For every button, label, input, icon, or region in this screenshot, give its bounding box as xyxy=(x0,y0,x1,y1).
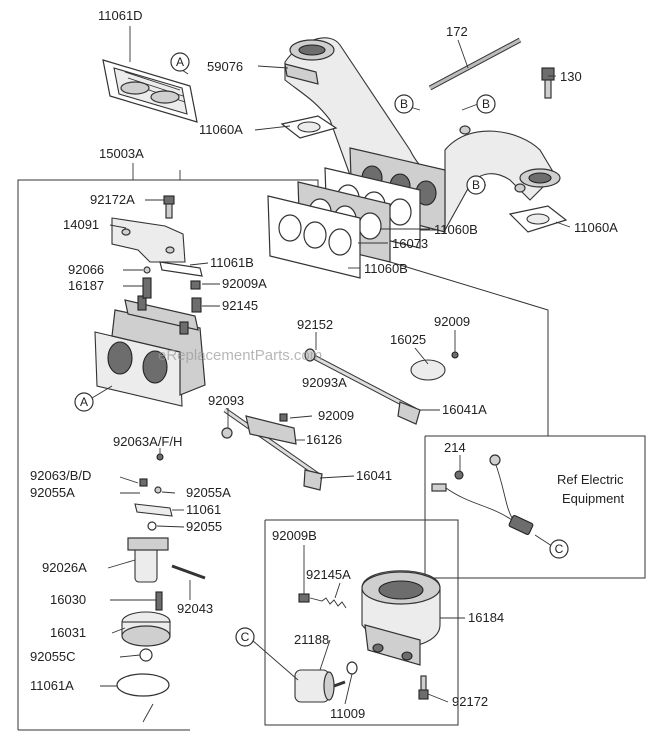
callout-B-2: B xyxy=(476,94,496,114)
part-labels: 11061D 172 59076 130 11060A 15003A 92172… xyxy=(30,8,618,721)
label-16041: 16041 xyxy=(356,468,392,483)
label-92093A: 92093A xyxy=(302,375,347,390)
throttle-shaft-16041A xyxy=(304,348,459,425)
label-130: 130 xyxy=(560,69,582,84)
label-92043: 92043 xyxy=(177,601,213,616)
label-92145A: 92145A xyxy=(306,567,351,582)
label-59076: 59076 xyxy=(207,59,243,74)
label-92055A-left: 92055A xyxy=(30,485,75,500)
label-92009B: 92009B xyxy=(272,528,317,543)
label-16031: 16031 xyxy=(50,625,86,640)
label-92066: 92066 xyxy=(68,262,104,277)
label-172: 172 xyxy=(446,24,468,39)
ref-note-line1: Ref Electric xyxy=(557,472,624,487)
ref-electric-note: Ref Electric Equipment xyxy=(557,472,625,506)
screw-92172A xyxy=(163,195,175,219)
svg-text:B: B xyxy=(400,97,408,111)
label-92063BD: 92063/B/D xyxy=(30,468,91,483)
label-16025: 16025 xyxy=(390,332,426,347)
label-16073: 16073 xyxy=(392,236,428,251)
regulator-small-parts xyxy=(298,593,429,700)
label-92063AFH: 92063A/F/H xyxy=(113,434,182,449)
frame-break-mark xyxy=(142,703,154,723)
label-11061: 11061 xyxy=(186,502,221,517)
label-11060A-right: 11060A xyxy=(574,220,618,235)
svg-text:A: A xyxy=(176,55,184,69)
label-11061A: 11061A xyxy=(30,678,74,693)
stud-172 xyxy=(428,37,522,91)
label-11060B-a: 11060B xyxy=(434,222,478,237)
gasket-11060A-top xyxy=(280,115,338,139)
callout-A-left: A xyxy=(74,392,94,412)
label-92055A-right: 92055A xyxy=(186,485,231,500)
label-16187: 16187 xyxy=(68,278,104,293)
label-92009-top: 92009 xyxy=(434,314,470,329)
leader-lines xyxy=(91,26,571,705)
solenoid-21188 xyxy=(294,661,358,703)
label-16126: 16126 xyxy=(306,432,342,447)
gasket-11060A-right xyxy=(508,205,568,233)
float-bowl-parts xyxy=(116,453,206,697)
callout-C-left: C xyxy=(235,627,255,647)
label-16184: 16184 xyxy=(468,610,504,625)
ref-note-line2: Equipment xyxy=(562,491,625,506)
label-92009-mid: 92009 xyxy=(318,408,354,423)
gasket-11061D xyxy=(102,59,198,123)
label-92026A: 92026A xyxy=(42,560,87,575)
label-16030: 16030 xyxy=(50,592,86,607)
label-92055C: 92055C xyxy=(30,649,76,664)
label-92093: 92093 xyxy=(208,393,244,408)
gasket-stack xyxy=(267,167,421,279)
choke-shaft-16041 xyxy=(221,407,323,491)
svg-text:B: B xyxy=(482,97,490,111)
bolt-130 xyxy=(541,67,555,99)
gasket-11061B xyxy=(159,261,203,277)
callout-A-top: A xyxy=(170,52,190,72)
label-11061B: 11061B xyxy=(210,255,254,270)
electric-harness xyxy=(431,454,534,535)
label-214: 214 xyxy=(444,440,466,455)
label-92145: 92145 xyxy=(222,298,258,313)
callout-B-3: B xyxy=(466,175,486,195)
label-92152: 92152 xyxy=(297,317,333,332)
svg-text:B: B xyxy=(472,178,480,192)
svg-text:A: A xyxy=(80,395,88,409)
callout-B-1: B xyxy=(394,94,414,114)
carburetor-body xyxy=(94,295,206,407)
label-92172A: 92172A xyxy=(90,192,135,207)
label-11061D: 11061D xyxy=(98,8,143,23)
svg-text:C: C xyxy=(555,542,564,556)
small-parts-upper xyxy=(142,266,202,313)
label-92009A: 92009A xyxy=(222,276,267,291)
callout-C-right: C xyxy=(549,539,569,559)
label-16041A: 16041A xyxy=(442,402,487,417)
label-92055: 92055 xyxy=(186,519,222,534)
regulator-16184 xyxy=(361,570,441,666)
label-14091: 14091 xyxy=(63,217,99,232)
label-11009: 11009 xyxy=(330,706,365,721)
watermark: eReplacementParts.com xyxy=(158,347,322,364)
svg-text:C: C xyxy=(241,630,250,644)
label-92172: 92172 xyxy=(452,694,488,709)
label-15003A: 15003A xyxy=(99,146,144,161)
label-11060A-top: 11060A xyxy=(199,122,243,137)
label-11060B-b: 11060B xyxy=(364,261,408,276)
plate-14091 xyxy=(111,217,186,263)
label-21188: 21188 xyxy=(294,632,329,647)
